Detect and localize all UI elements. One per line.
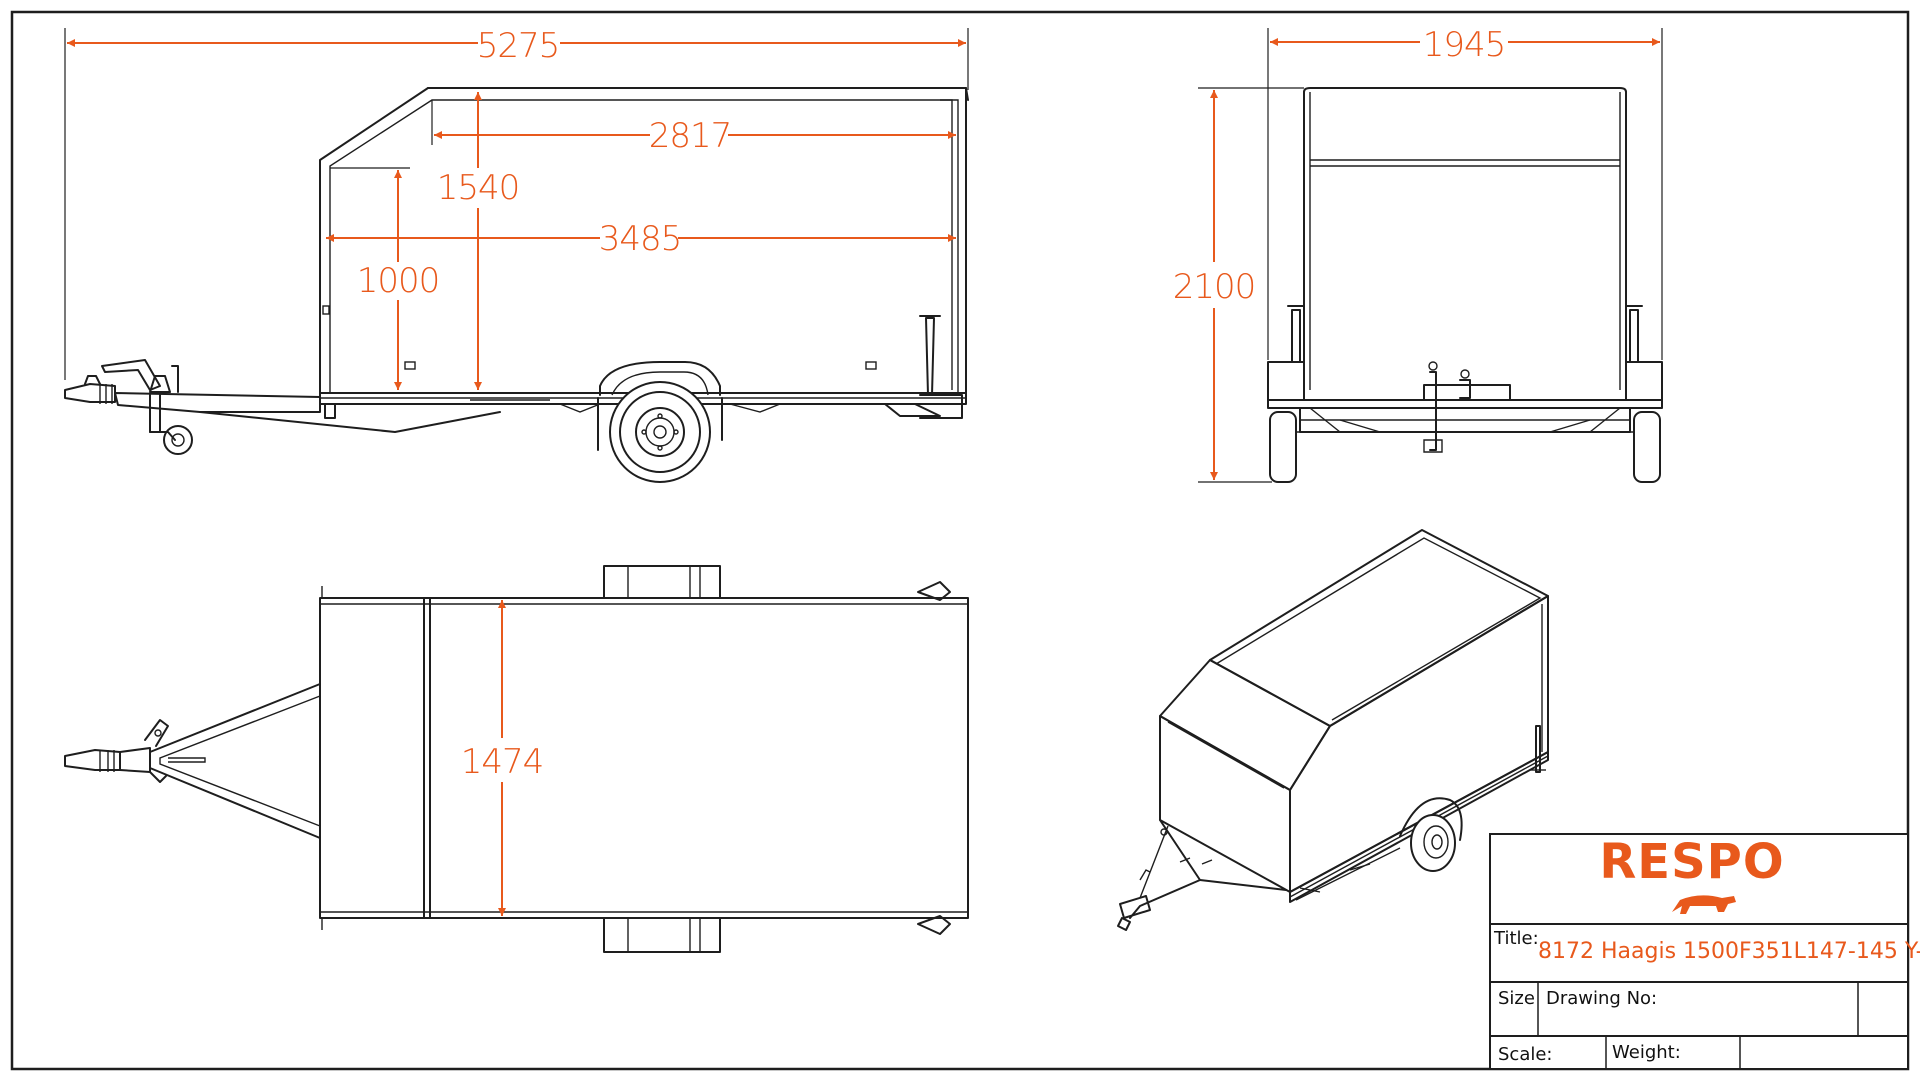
title-block: RESPO Title: 8172 Haagis 1500F351L147-14… — [1489, 833, 1920, 1070]
dim-box-length: 3485 — [599, 219, 682, 259]
weight-label: Weight: — [1612, 1042, 1681, 1063]
front-view: 1945 2100 — [1173, 25, 1663, 483]
title-value: 8172 Haagis 1500F351L147-145 Y-EU1- — [1538, 939, 1920, 964]
dim-inner-width: 1474 — [461, 742, 544, 782]
scale-label: Scale: — [1498, 1044, 1553, 1065]
dim-overall-width: 1945 — [1423, 25, 1506, 65]
brand-logo-text: RESPO — [1599, 834, 1784, 890]
side-view: 5275 2817 3485 1540 1000 — [64, 26, 969, 483]
title-label: Title: — [1493, 928, 1539, 949]
dim-overall-height: 2100 — [1173, 267, 1256, 307]
dim-overall-length: 5275 — [477, 26, 560, 66]
isometric-view — [1117, 529, 1549, 931]
drawing-no-label: Drawing No: — [1546, 988, 1657, 1009]
dim-box-length-top: 2817 — [649, 116, 732, 156]
bull-logo-icon — [1672, 895, 1736, 914]
size-label: Size — [1498, 988, 1535, 1009]
dim-side-height: 1000 — [357, 261, 440, 301]
sheet-border — [10, 10, 1910, 1071]
dim-height-from-deck: 1540 — [437, 168, 520, 208]
top-view: 1474 — [64, 565, 969, 953]
